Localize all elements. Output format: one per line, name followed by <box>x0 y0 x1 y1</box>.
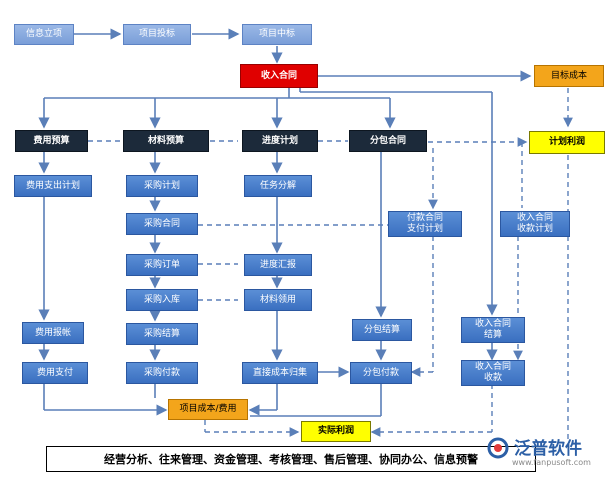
node-subcontract-payment: 分包付款 <box>350 362 412 384</box>
node-progress-plan: 进度计划 <box>242 130 318 152</box>
node-income-collection-plan: 收入合同 收款计划 <box>500 211 570 237</box>
node-income-settlement: 收入合同 结算 <box>461 317 525 343</box>
node-project-cost: 项目成本/费用 <box>168 399 248 420</box>
node-expense-budget: 费用预算 <box>15 130 88 152</box>
footer-modules-bar: 经营分析、往来管理、资金管理、考核管理、售后管理、协同办公、信息预警 <box>46 446 536 472</box>
node-target-cost: 目标成本 <box>534 65 604 87</box>
node-income-collection: 收入合同 收款 <box>461 360 525 386</box>
node-progress-report: 进度汇报 <box>244 254 312 276</box>
node-material-budget: 材料预算 <box>123 130 209 152</box>
node-material-issue: 材料领用 <box>244 289 312 311</box>
node-info-initiation: 信息立项 <box>14 24 74 45</box>
node-purchase-plan: 采购计划 <box>126 175 198 197</box>
node-subcontract: 分包合同 <box>349 130 427 152</box>
node-project-bidding: 项目投标 <box>123 24 191 45</box>
fanpu-logo-icon <box>487 437 509 459</box>
node-income-contract: 收入合同 <box>240 64 318 88</box>
node-direct-cost: 直接成本归集 <box>242 362 318 384</box>
node-purchase-receipt: 采购入库 <box>126 289 198 311</box>
node-purchase-settlement: 采购结算 <box>126 323 198 345</box>
node-task-breakdown: 任务分解 <box>244 175 312 197</box>
logo-url: www.fanpusoft.com <box>512 458 591 467</box>
node-payment-contract-plan: 付款合同 支付计划 <box>388 211 462 237</box>
node-purchase-order: 采购订单 <box>126 254 198 276</box>
node-planned-profit: 计划利润 <box>529 131 605 154</box>
node-expense-claim: 费用报帐 <box>22 322 84 344</box>
node-subcontract-settlement: 分包结算 <box>352 319 412 341</box>
node-actual-profit: 实际利润 <box>301 421 371 442</box>
logo-name: 泛普软件 <box>514 439 582 459</box>
node-purchase-payment: 采购付款 <box>126 362 198 384</box>
node-purchase-contract: 采购合同 <box>126 213 198 235</box>
node-project-won: 项目中标 <box>242 24 312 45</box>
node-expense-payment: 费用支付 <box>22 362 88 384</box>
node-expense-plan: 费用支出计划 <box>14 175 92 197</box>
